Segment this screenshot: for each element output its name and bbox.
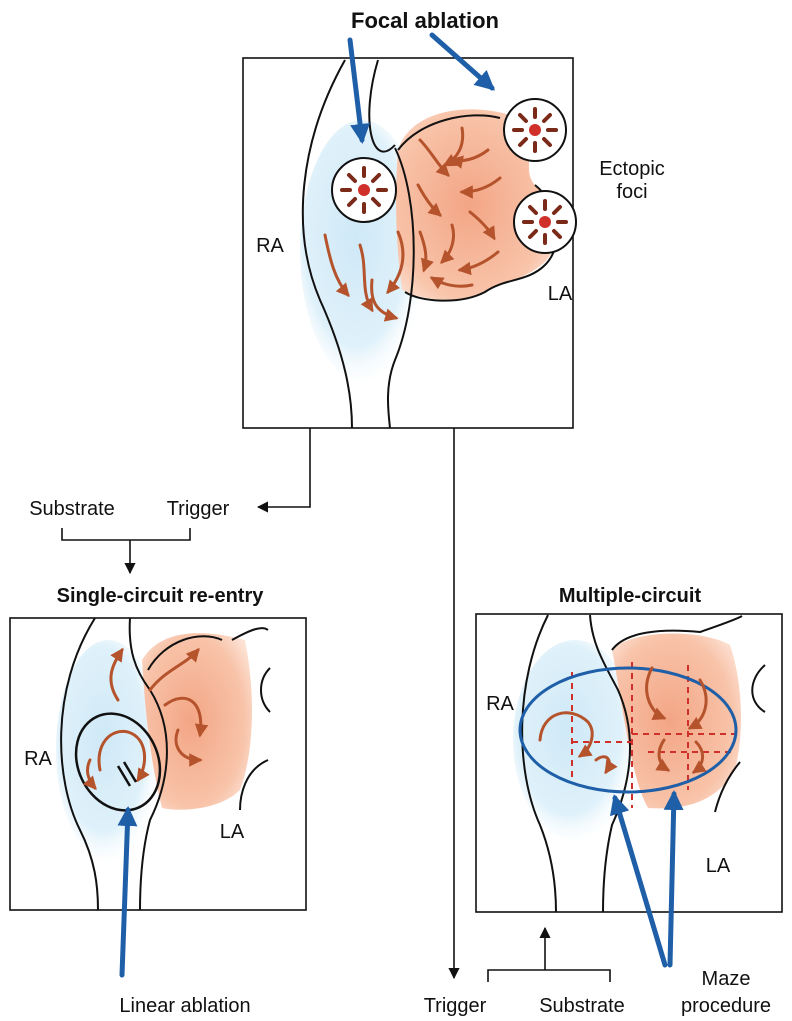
- maze-label-line1: Maze: [702, 968, 751, 990]
- focal-ablation-title: Focal ablation: [351, 8, 499, 33]
- focal-panel: [243, 35, 576, 428]
- la-ectopic-focus-lower: [514, 191, 576, 253]
- ra-ectopic-focus: [332, 158, 396, 222]
- bottom-trigger-label: Trigger: [424, 995, 487, 1017]
- left-substrate-label: Substrate: [29, 498, 115, 520]
- la-ectopic-focus-upper: [504, 99, 566, 161]
- maze-label-line2: procedure: [681, 995, 771, 1017]
- ectopic-foci-label-line2: foci: [616, 181, 647, 203]
- single-circuit-panel: [10, 618, 306, 975]
- single-ra-label: RA: [24, 748, 52, 770]
- ectopic-foci-label-line1: Ectopic: [599, 158, 665, 180]
- single-circuit-title: Single-circuit re-entry: [57, 585, 265, 607]
- multi-ra-label: RA: [486, 693, 514, 715]
- linear-ablation-label: Linear ablation: [119, 995, 250, 1017]
- left-trigger-label: Trigger: [167, 498, 230, 520]
- multi-la-label: LA: [706, 855, 731, 877]
- multi-circuit-panel: [476, 614, 782, 965]
- maze-procedure-arrows: [615, 794, 674, 965]
- multi-circuit-title: Multiple-circuit: [559, 585, 702, 607]
- top-la-label: LA: [548, 283, 573, 305]
- single-la-label: LA: [220, 821, 245, 843]
- bottom-substrate-label: Substrate: [539, 995, 625, 1017]
- top-ra-label: RA: [256, 235, 284, 257]
